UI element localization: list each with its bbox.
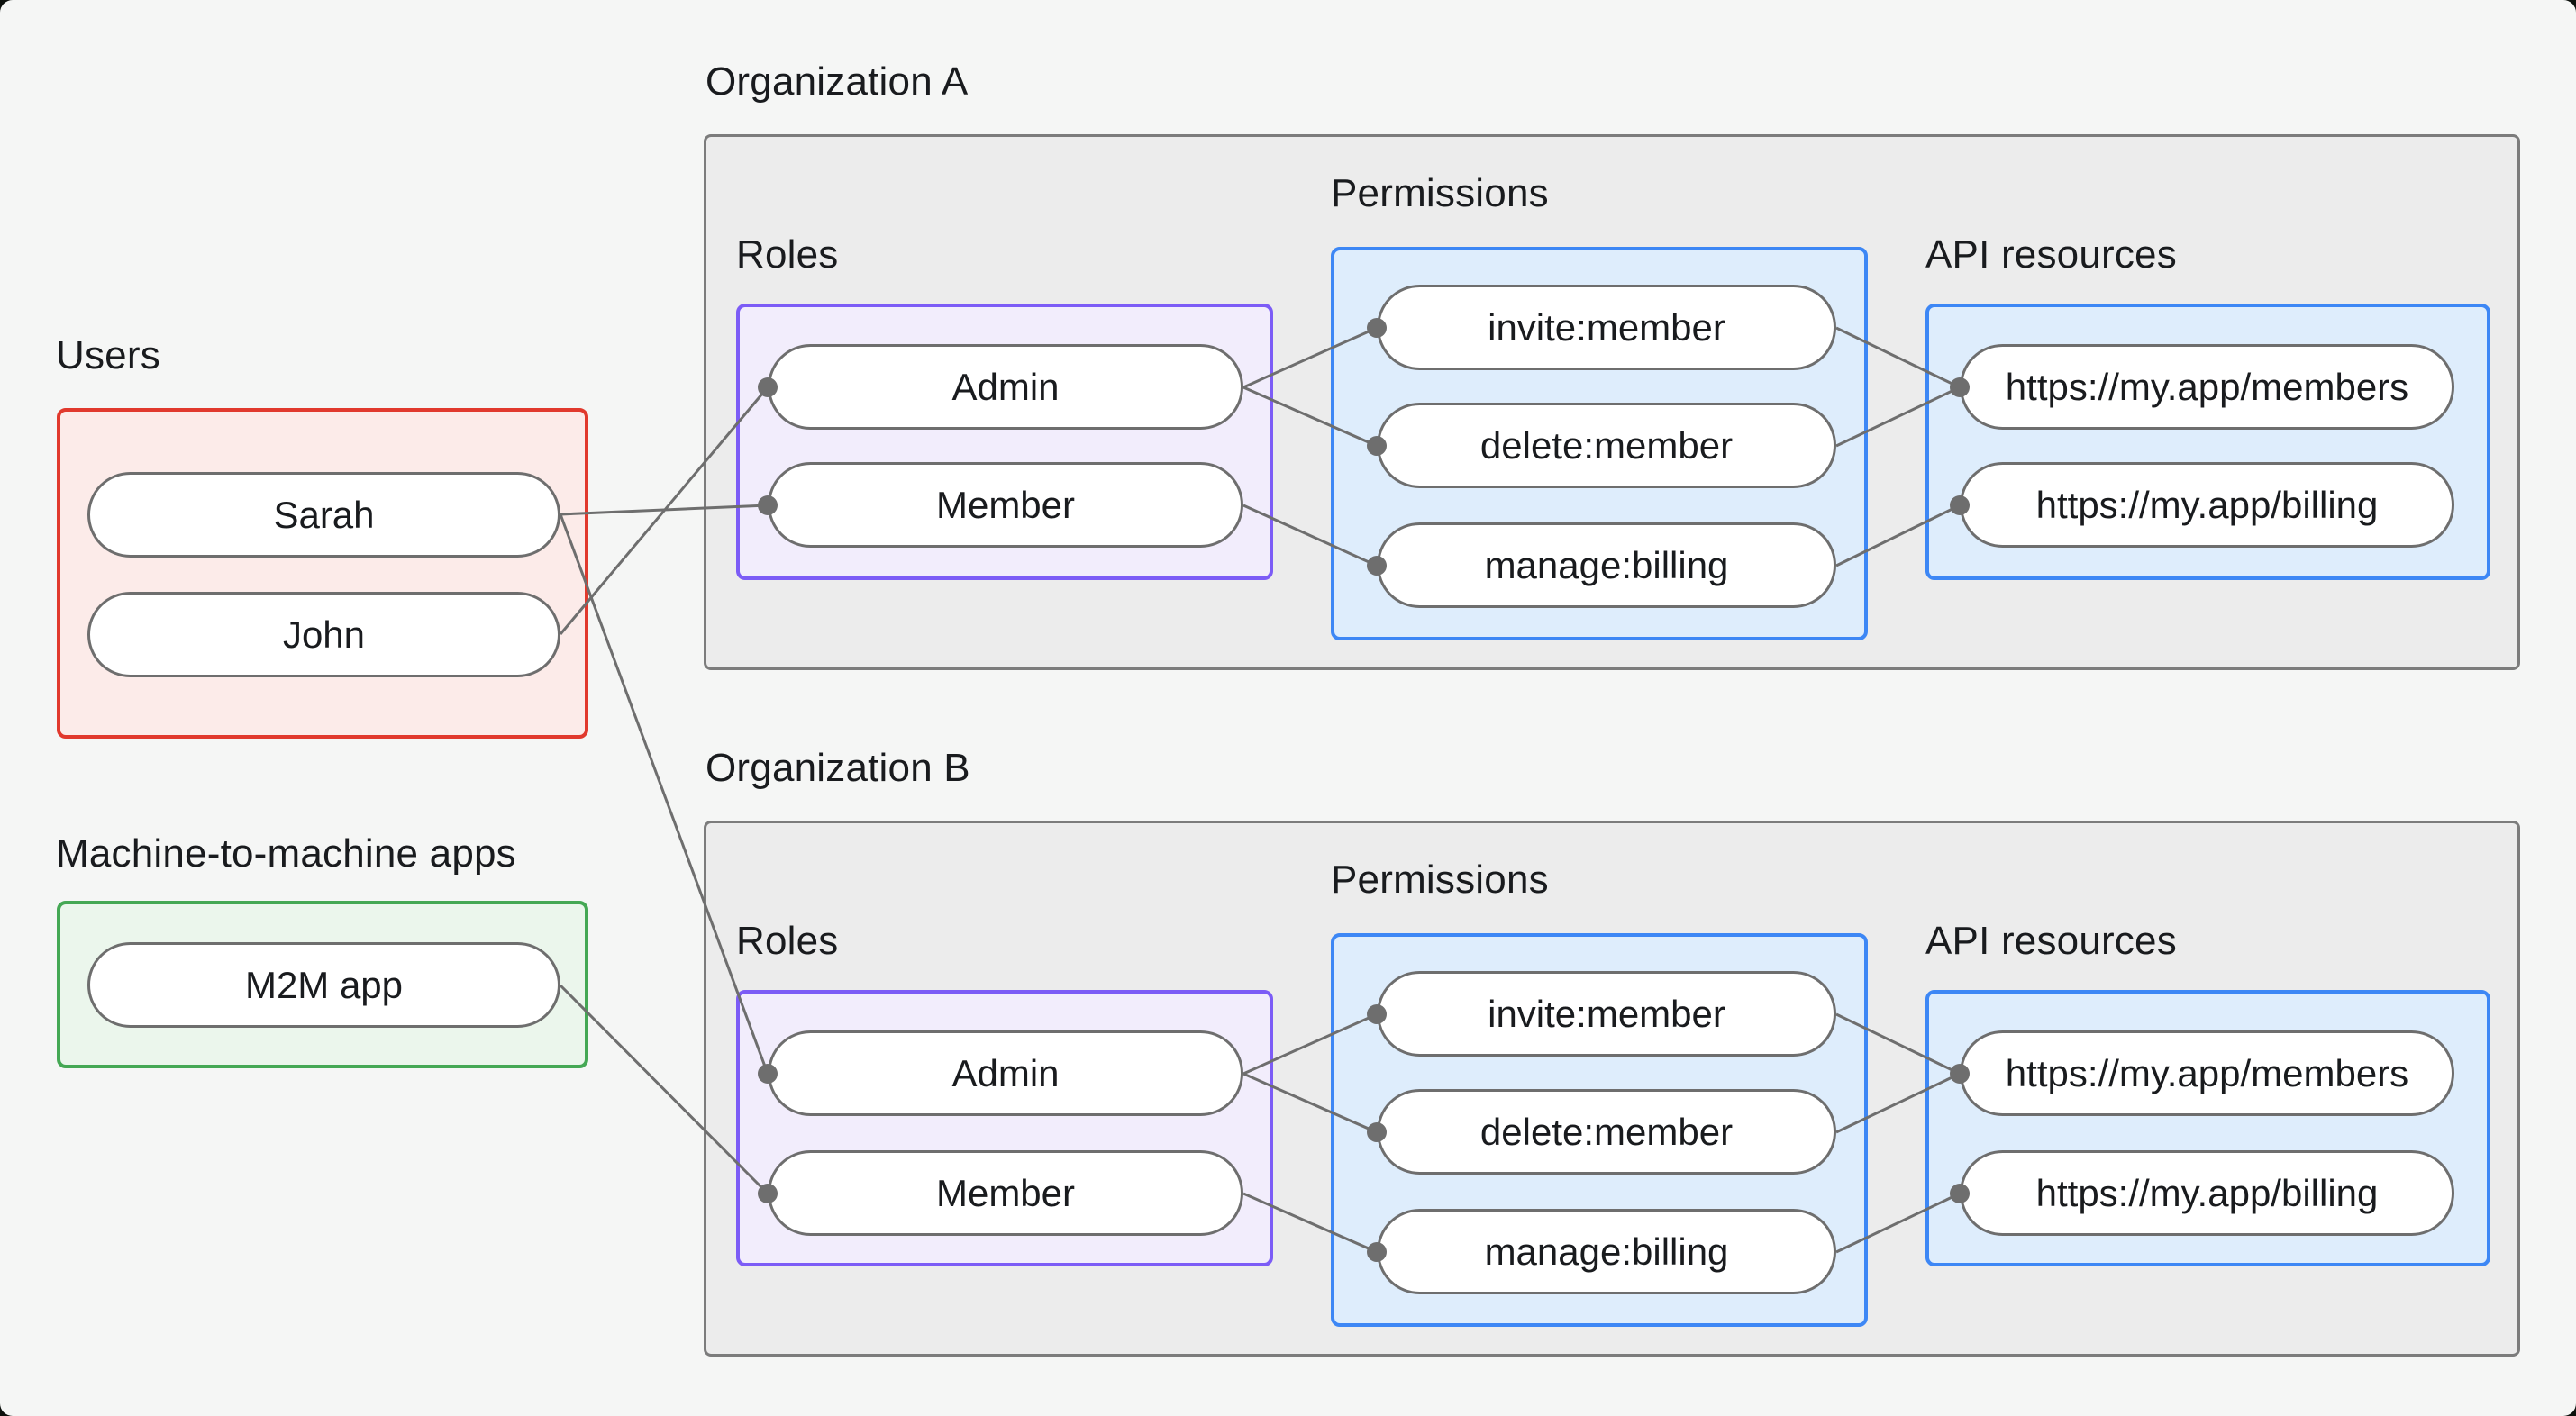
node-label: invite:member xyxy=(1488,305,1725,349)
node-m2m-app: M2M app xyxy=(87,942,560,1028)
node-org-a-perm-billing: manage:billing xyxy=(1377,522,1836,608)
node-label: Member xyxy=(935,483,1076,526)
node-label: manage:billing xyxy=(1484,543,1729,586)
node-org-a-perm-delete: delete:member xyxy=(1377,403,1836,488)
node-org-b-role-member: Member xyxy=(768,1150,1243,1236)
node-label: Member xyxy=(935,1171,1076,1214)
node-org-b-api-billing: https://my.app/billing xyxy=(1960,1150,2454,1236)
node-label: delete:member xyxy=(1479,423,1734,467)
node-org-a-api-members: https://my.app/members xyxy=(1960,344,2454,430)
node-org-a-perm-invite: invite:member xyxy=(1377,285,1836,370)
org-b-label: Organization B xyxy=(705,746,970,790)
node-org-b-api-members: https://my.app/members xyxy=(1960,1030,2454,1116)
node-org-b-role-admin: Admin xyxy=(768,1030,1243,1116)
node-org-b-perm-delete: delete:member xyxy=(1377,1089,1836,1175)
node-label: manage:billing xyxy=(1484,1230,1729,1273)
node-org-a-role-member: Member xyxy=(768,462,1243,548)
org-a-label: Organization A xyxy=(705,59,969,104)
node-label: invite:member xyxy=(1488,992,1725,1035)
node-label: Sarah xyxy=(273,493,375,536)
node-label: https://my.app/members xyxy=(2005,1051,2409,1094)
m2m-group-label: Machine-to-machine apps xyxy=(56,831,516,876)
node-label: https://my.app/billing xyxy=(2035,1171,2379,1214)
node-user-john: John xyxy=(87,592,560,677)
node-label: Admin xyxy=(951,365,1060,408)
users-group-label: Users xyxy=(56,333,160,377)
node-label: https://my.app/billing xyxy=(2035,483,2379,526)
node-org-b-perm-billing: manage:billing xyxy=(1377,1209,1836,1294)
org-b-permissions-label: Permissions xyxy=(1331,858,1549,902)
org-b-api-label: API resources xyxy=(1925,919,2177,963)
node-user-sarah: Sarah xyxy=(87,472,560,558)
node-org-a-role-admin: Admin xyxy=(768,344,1243,430)
node-label: delete:member xyxy=(1479,1110,1734,1153)
org-a-api-label: API resources xyxy=(1925,232,2177,277)
node-label: Admin xyxy=(951,1051,1060,1094)
org-a-permissions-label: Permissions xyxy=(1331,171,1549,215)
node-label: M2M app xyxy=(244,963,404,1006)
users-group-box xyxy=(57,408,588,739)
org-a-roles-label: Roles xyxy=(736,232,839,277)
node-org-b-perm-invite: invite:member xyxy=(1377,971,1836,1057)
node-org-a-api-billing: https://my.app/billing xyxy=(1960,462,2454,548)
node-label: John xyxy=(282,613,366,656)
org-b-roles-label: Roles xyxy=(736,919,839,963)
node-label: https://my.app/members xyxy=(2005,365,2409,408)
